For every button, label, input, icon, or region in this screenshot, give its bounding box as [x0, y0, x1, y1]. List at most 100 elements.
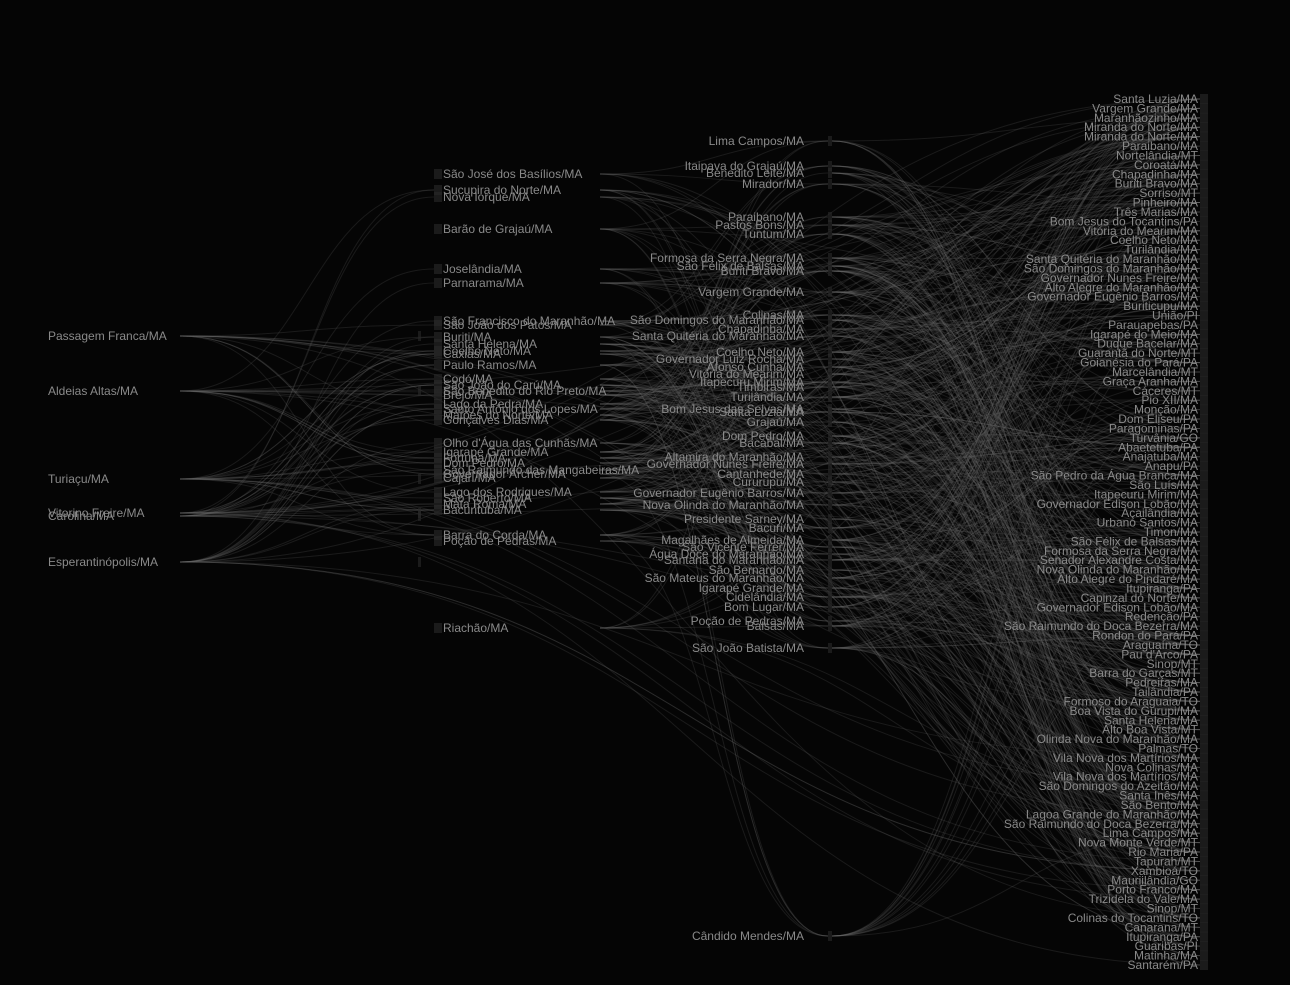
node-label-vitoria-do-mearim-ma: Vitória do Mearim/MA	[689, 367, 804, 381]
flow-link	[831, 421, 1201, 900]
flow-link	[831, 351, 1201, 514]
flow-link	[831, 183, 1201, 599]
flow-link	[599, 527, 829, 542]
flow-link	[831, 136, 1201, 321]
flow-link	[831, 435, 1201, 759]
flow-link	[599, 268, 1201, 364]
node-label-sorriso-mt: Sorriso/MT	[1139, 186, 1198, 200]
flow-link	[179, 335, 435, 355]
flow-link	[599, 457, 1201, 524]
flow-link	[831, 390, 1201, 555]
node-label-coroata-ma: Coroatá/MA	[1134, 158, 1198, 172]
flow-link	[831, 437, 1201, 494]
flow-link	[831, 335, 1201, 815]
flow-link	[831, 249, 1201, 437]
flow-link	[831, 366, 1201, 966]
flow-link	[599, 98, 1201, 284]
flow-link	[599, 378, 1201, 797]
node-bar-mauriilandia-go	[1200, 875, 1208, 886]
flow-link	[599, 228, 1201, 881]
node-label-codo-ma: Codó/MA	[443, 372, 493, 386]
flow-link	[599, 228, 829, 608]
flow-link	[179, 364, 435, 517]
node-label-passagem-franca-ma: Passagem Franca/MA	[48, 329, 167, 343]
flow-link	[599, 336, 829, 598]
node-label-governador-edison-lobao-ma: Governador Edison Lobão/MA	[1037, 497, 1198, 511]
flow-link	[831, 335, 1201, 646]
flow-link	[831, 233, 1201, 693]
node-bar-buriti-bravo-ma	[1200, 178, 1208, 189]
flow-link	[831, 465, 1201, 494]
node-bar-goncalves-dias-ma	[434, 415, 442, 425]
flow-link	[599, 411, 829, 505]
flow-link	[831, 136, 1201, 218]
flow-link	[599, 384, 829, 444]
flow-link	[831, 381, 1201, 815]
flow-link	[831, 569, 1201, 768]
node-bar-esperantinopolis-ma	[418, 557, 421, 567]
flow-link	[831, 305, 1201, 649]
flow-link	[599, 378, 1201, 900]
flow-link	[831, 126, 1201, 622]
flow-link	[831, 257, 1201, 844]
flow-link	[831, 265, 1201, 740]
flow-link	[831, 291, 1201, 477]
flow-link	[599, 509, 829, 529]
flow-link	[599, 196, 1201, 693]
flow-link	[831, 362, 1201, 494]
flow-link	[599, 282, 829, 321]
node-label-araguaina-to: Araguaína/TO	[1123, 638, 1198, 652]
node-label-buriti-bravo-ma: Buriti Bravo/MA	[1115, 177, 1198, 191]
flow-link	[599, 509, 829, 598]
flow-link	[831, 435, 1201, 768]
flow-link	[599, 419, 829, 465]
flow-link	[831, 463, 1201, 797]
node-bar-igarape-do-meio-ma	[1200, 329, 1208, 340]
flow-link	[831, 396, 1201, 693]
node-bar-sao-felix-de-balsas-ma	[1200, 536, 1208, 547]
node-bar-vitoria-do-mearim-ma	[828, 369, 832, 379]
flow-link	[831, 216, 1201, 439]
flow-link	[831, 270, 1201, 589]
node-label-uniao-pi: União/PI	[1152, 309, 1198, 323]
flow-link	[179, 462, 435, 480]
node-bar-anapu-pa	[1200, 461, 1208, 472]
flow-link	[599, 497, 829, 548]
node-bar-xambioa-to	[1200, 865, 1208, 876]
flow-link	[599, 386, 829, 410]
flow-link	[599, 145, 1201, 396]
flow-link	[831, 421, 1201, 947]
node-label-riachao-ma: Riachão/MA	[443, 621, 508, 635]
node-label-colinas-ma: Colinas/MA	[743, 308, 804, 322]
flow-link	[831, 418, 1201, 465]
node-label-lago-da-pedra-ma: Lago da Pedra/MA	[443, 397, 543, 411]
node-label-turilandia-ma: Turilândia/MA	[730, 390, 804, 404]
flow-link	[831, 522, 1201, 561]
flow-link	[831, 315, 1201, 649]
flow-link	[599, 394, 1201, 853]
flow-link	[831, 305, 1201, 410]
node-bar-tapurah-mt	[1200, 856, 1208, 867]
flow-link	[599, 249, 1201, 493]
flow-link	[179, 390, 435, 493]
flow-link	[599, 378, 1201, 533]
flow-link	[831, 625, 1201, 853]
flow-link	[179, 561, 1201, 891]
flow-link	[599, 189, 829, 520]
flow-link	[831, 286, 1201, 398]
flow-link	[831, 373, 1201, 505]
flow-link	[831, 421, 1201, 919]
flow-link	[599, 442, 829, 475]
flow-link	[831, 381, 1201, 571]
flow-link	[599, 291, 829, 471]
node-label-coelho-neto-ma: Coelho Neto/MA	[443, 344, 531, 358]
flow-link	[599, 378, 829, 483]
flow-link	[831, 569, 1201, 937]
flow-link	[831, 343, 1201, 360]
node-bar-passagem-franca-ma	[418, 331, 421, 341]
flow-link	[831, 324, 1201, 937]
node-bar-uniao-pi	[1200, 310, 1208, 321]
node-label-santa-quiteria-do-maranhao-ma: Santa Quitéria do Maranhão/MA	[632, 329, 804, 343]
flow-link	[599, 509, 1201, 759]
flow-link	[831, 224, 1201, 495]
